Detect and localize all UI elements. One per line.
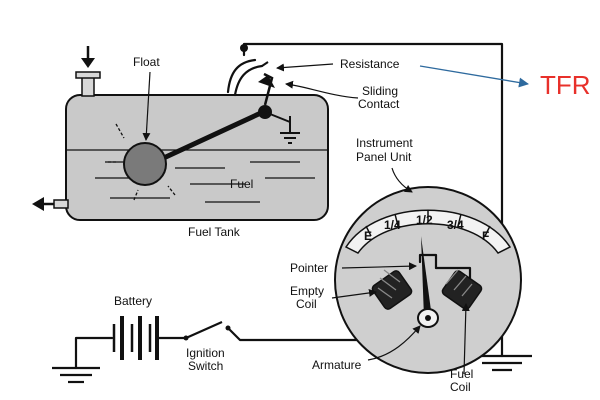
- label-fuel-tank: Fuel Tank: [188, 225, 241, 239]
- label-empty-coil-1: Empty: [290, 284, 324, 298]
- label-fuel-coil-1: Fuel: [450, 367, 473, 381]
- label-fuel-coil-2: Coil: [450, 380, 471, 394]
- float-assembly: [108, 109, 266, 201]
- battery-icon: [112, 316, 159, 360]
- empty-coil: [371, 253, 438, 310]
- float-arm: [152, 109, 266, 165]
- ignition-switch-icon: [183, 320, 231, 341]
- leader-lines: [142, 63, 470, 375]
- tank-body: [65, 94, 329, 221]
- outlet-pipe: [32, 197, 69, 211]
- gauge-ground-icon: [472, 354, 532, 372]
- label-battery: Battery: [114, 294, 152, 308]
- float: [123, 142, 167, 186]
- label-instrument-1: Instrument: [356, 136, 413, 150]
- label-float: Float: [133, 55, 160, 69]
- label-sliding-contact-1: Sliding: [362, 84, 398, 98]
- sender-resistance: [226, 58, 275, 106]
- label-instrument-2: Panel Unit: [356, 150, 412, 164]
- label-armature: Armature: [312, 358, 362, 372]
- label-pointer: Pointer: [290, 261, 328, 275]
- sender-pivot: [258, 105, 291, 132]
- dial-label-full: F: [482, 229, 489, 243]
- label-ignition-2: Switch: [188, 359, 223, 373]
- fuel-coil: [434, 266, 483, 310]
- battery-ground-icon: [52, 366, 100, 384]
- instrument-panel-unit: [334, 186, 522, 374]
- label-sliding-contact-2: Contact: [358, 97, 400, 111]
- filler-cap: [75, 71, 101, 97]
- label-resistance: Resistance: [340, 57, 400, 71]
- gauge-pointer: [421, 236, 432, 318]
- tfr-arrow: [419, 65, 529, 88]
- filler-arrow-icon: [81, 46, 95, 68]
- dial-face: [344, 209, 512, 254]
- label-ignition-1: Ignition: [186, 346, 225, 360]
- dial-label-half: 1/2: [416, 213, 433, 227]
- label-empty-coil-2: Coil: [296, 297, 317, 311]
- tfr-annotation: TFR: [540, 70, 591, 100]
- dial-label-empty: E: [364, 229, 372, 243]
- dial-label-quarter: 1/4: [384, 218, 401, 232]
- tank-ground-icon: [280, 132, 300, 144]
- fuel-tank: [32, 46, 329, 221]
- dial-ticks: [365, 210, 491, 237]
- label-fuel: Fuel: [230, 177, 253, 191]
- dial-label-three-quarter: 3/4: [447, 218, 464, 232]
